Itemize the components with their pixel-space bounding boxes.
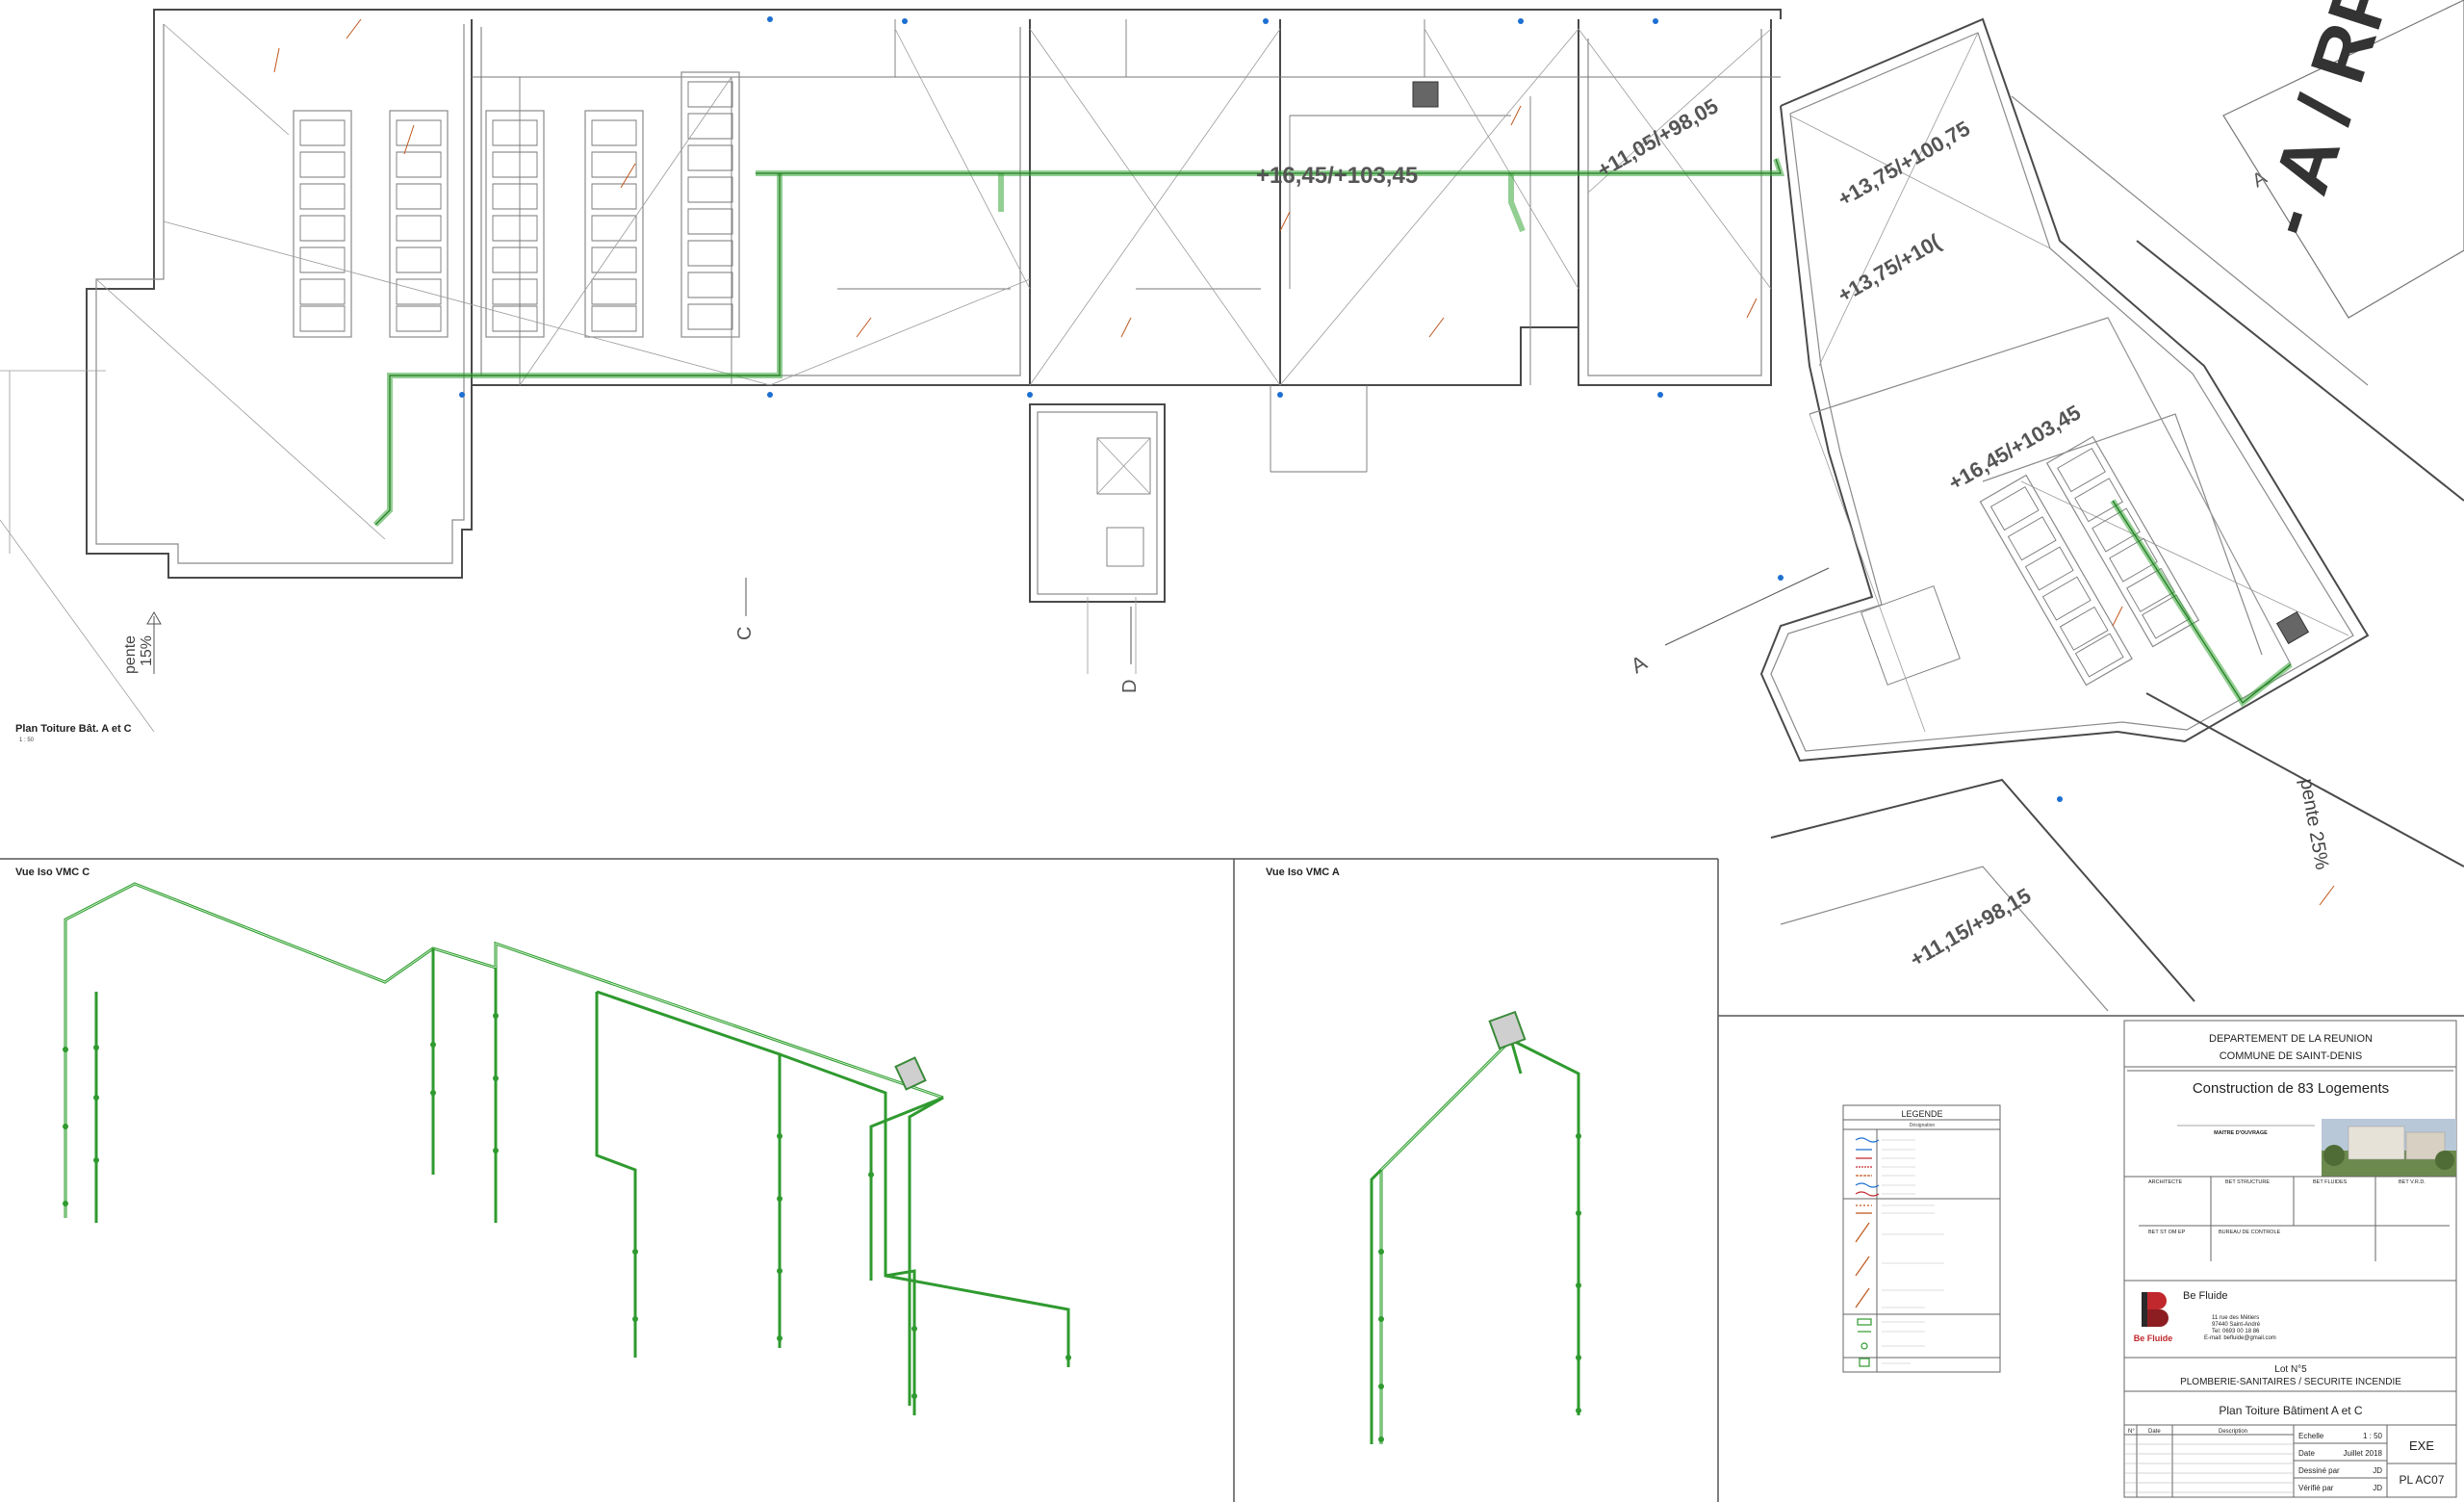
drawing-title: Plan Toiture Bâtiment A et C [2219, 1404, 2363, 1417]
rotated-building-plan [1759, 17, 2464, 1012]
roof-slope-lines [0, 23, 1772, 733]
project-title: Construction de 83 Logements [2193, 1080, 2389, 1097]
echelle-label: Echelle [2298, 1432, 2324, 1440]
company-name: Be Fluide [2183, 1290, 2227, 1302]
elevation-label-3: +13,75/+100,75 [1834, 117, 1974, 212]
elevation-label-2: +11,05/+98,05 [1593, 93, 1722, 182]
revision-table: N° Date Description [2124, 1425, 2295, 1497]
elevation-label-4: +13,75/+10( [1834, 229, 1945, 307]
iso-views: Vue Iso VMC C Vue Iso VMC A [0, 858, 2464, 1502]
bureau-controle-label: BUREAU DE CONTROLE [2219, 1230, 2281, 1235]
dessine-value: JD [2373, 1466, 2382, 1475]
building-stamp: - A / RPA [2222, 0, 2464, 319]
bet-fluides-label: BET FLUIDES [2313, 1179, 2348, 1185]
date-value: Juillet 2018 [2344, 1449, 2383, 1458]
dessine-label: Dessiné par [2298, 1466, 2340, 1475]
company-address1: 11 rue des Métiers [2212, 1315, 2259, 1321]
legend-designation: Désignation [1910, 1123, 1936, 1128]
elevation-label-6: +11,15/+98,15 [1906, 883, 2035, 971]
company-address2: 97440 Saint-André [2212, 1322, 2261, 1328]
legend: LEGENDE Désignation [1842, 1104, 2001, 1373]
elevation-label-5: +16,45/+103,45 [1944, 401, 2085, 496]
bet-vrd-label: BET V.R.D. [2399, 1179, 2426, 1185]
plan-scale: 1 : 50 [19, 738, 35, 743]
iso-vmc-a-network [1370, 1010, 1581, 1444]
title-block: DEPARTEMENT DE LA REUNION COMMUNE DE SAI… [2123, 1020, 2457, 1498]
commune: COMMUNE DE SAINT-DENIS [2220, 1050, 2363, 1062]
bet-st-om-ep-label: BET ST OM EP [2148, 1230, 2186, 1235]
plan-title: Plan Toiture Bât. A et C [15, 723, 132, 735]
rev-n-header: N° [2128, 1429, 2135, 1435]
slope-label: pente [122, 635, 139, 674]
annotation-leaders [273, 18, 2335, 906]
rev-desc-header: Description [2219, 1429, 2247, 1435]
verifie-label: Vérifié par [2298, 1484, 2334, 1492]
building-stamp-text: - A / RPA [2245, 0, 2425, 246]
section-mark-d: D [1119, 680, 1141, 693]
sheet-number: PL AC07 [2400, 1473, 2445, 1487]
annotation-markers-blue [459, 16, 2063, 802]
company-phone: Tel: 0693 00 18 86 [2212, 1329, 2260, 1334]
verifie-value: JD [2373, 1484, 2382, 1492]
company-logo: Be Fluide [2132, 1288, 2175, 1343]
phase-code: EXE [2409, 1438, 2434, 1453]
rev-date-header: Date [2148, 1429, 2161, 1435]
elevation-label-1: +16,45/+103,45 [1256, 163, 1418, 189]
iso-a-title: Vue Iso VMC A [1266, 867, 1340, 878]
company-email: E-mail: befluide@gmail.com [2204, 1335, 2276, 1341]
lot-name: PLOMBERIE-SANITAIRES / SECURITE INCENDIE [2180, 1377, 2401, 1387]
slope-value: 15% [139, 635, 155, 666]
drawing-info: Echelle 1 : 50 Date Juillet 2018 Dessiné… [2294, 1425, 2456, 1497]
building-photo [2322, 1119, 2456, 1177]
lot-number: Lot N°5 [2274, 1364, 2307, 1375]
section-mark-a1: A [1627, 650, 1651, 678]
legend-title: LEGENDE [1901, 1109, 1942, 1119]
section-mark-c: C [734, 627, 756, 640]
department: DEPARTEMENT DE LA REUNION [2209, 1033, 2373, 1045]
echelle-value: 1 : 50 [2363, 1432, 2383, 1440]
vmc-duct-network-plan [372, 81, 2310, 708]
bet-structure-label: BET STRUCTURE [2225, 1179, 2270, 1185]
slope-indicator-left: pente 15% [122, 611, 162, 674]
skylight-grid-left [293, 71, 740, 338]
date-label: Date [2298, 1449, 2315, 1458]
iso-c-title: Vue Iso VMC C [15, 867, 90, 878]
company-logo-text: Be Fluide [2134, 1334, 2173, 1343]
maitre-ouvrage: MAITRE D'OUVRAGE [2214, 1130, 2268, 1136]
iso-vmc-c-network [63, 882, 1071, 1415]
architecte-label: ARCHITECTE [2148, 1179, 2182, 1185]
